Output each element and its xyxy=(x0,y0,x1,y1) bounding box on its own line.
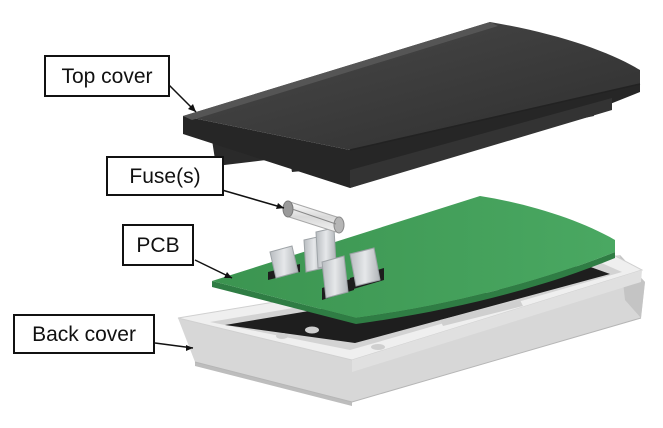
label-top-cover: Top cover xyxy=(44,55,170,97)
label-fuses: Fuse(s) xyxy=(106,156,224,196)
fuse-part xyxy=(283,201,344,233)
top-cover-part xyxy=(183,22,640,188)
label-back-cover: Back cover xyxy=(13,314,155,354)
label-pcb: PCB xyxy=(122,224,194,266)
leader-fuses xyxy=(222,190,284,208)
